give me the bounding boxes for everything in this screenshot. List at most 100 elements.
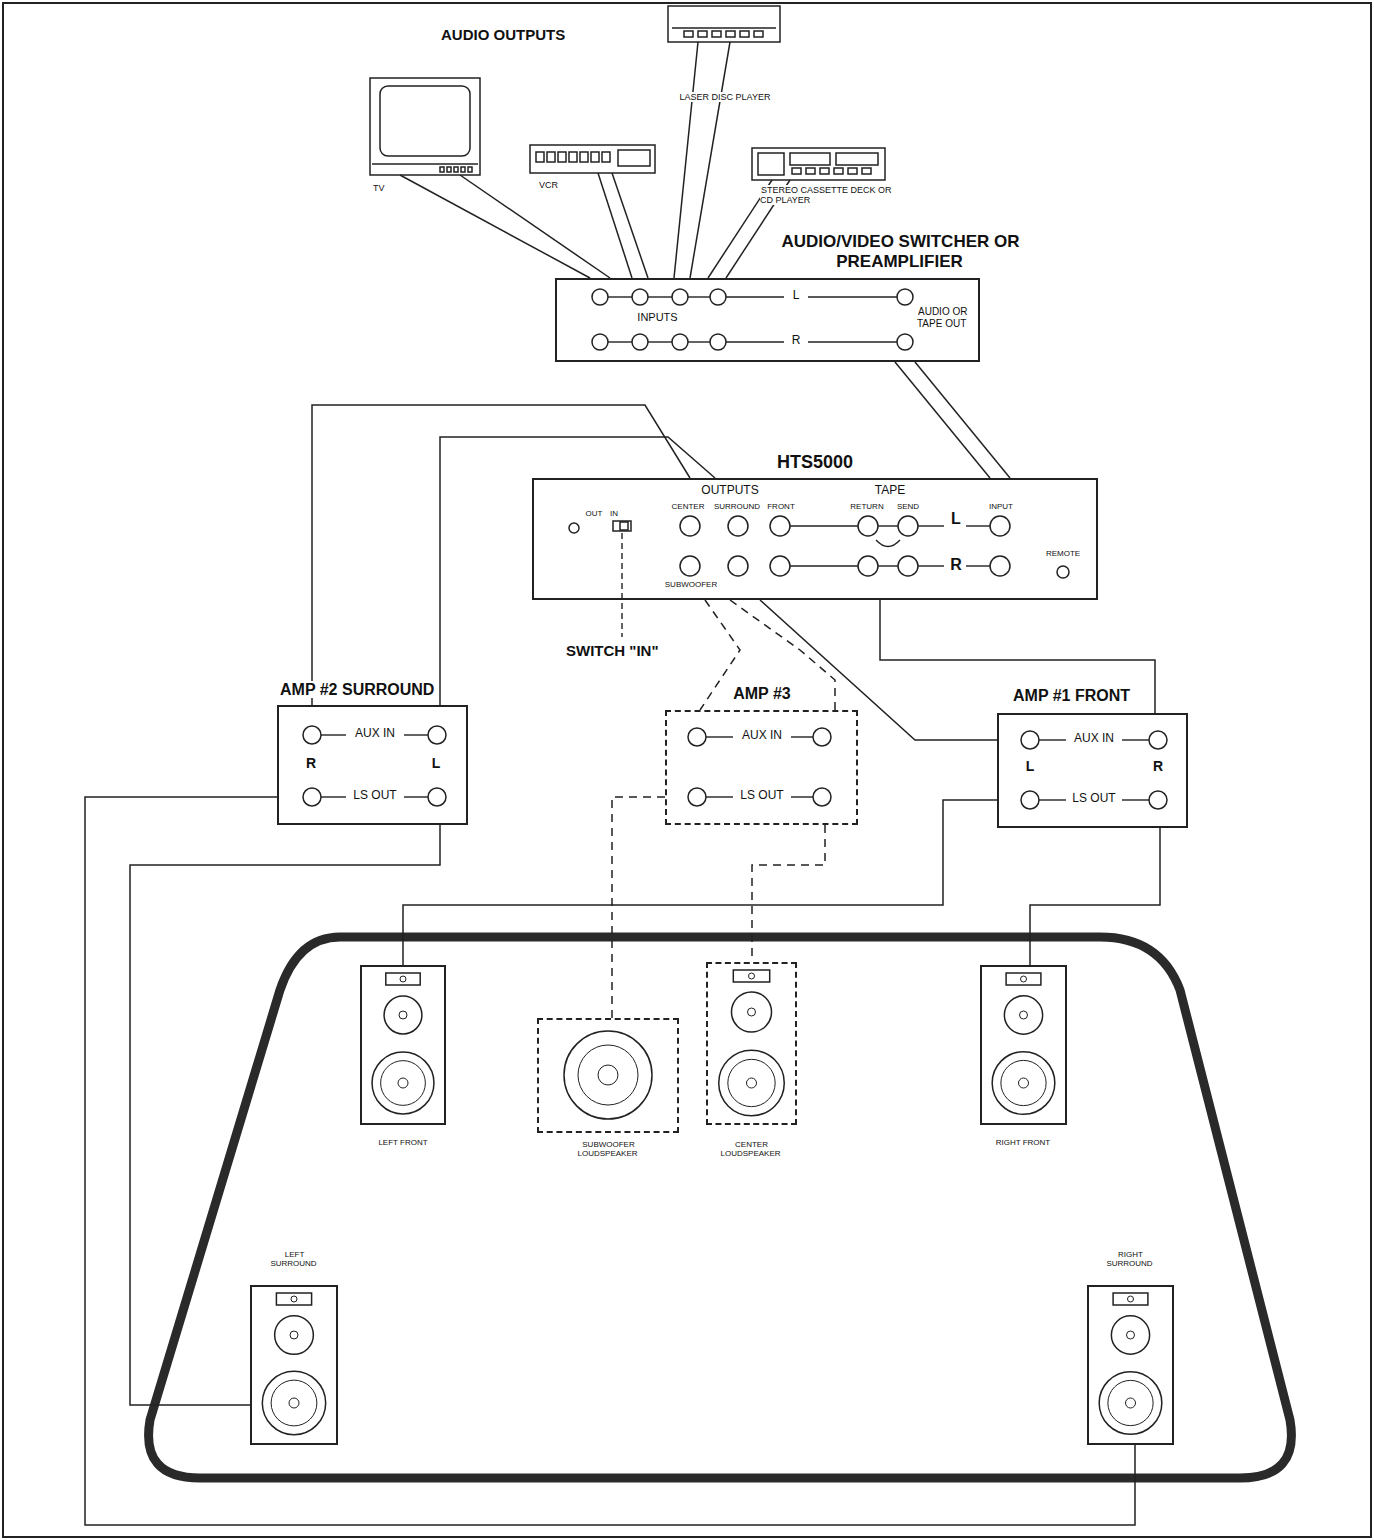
rca-jack <box>1021 791 1039 809</box>
room-outline <box>149 937 1292 1478</box>
text-holder: AMP #2 SURROUND <box>279 681 469 699</box>
cassette-button <box>834 168 843 174</box>
vcr-button <box>536 152 544 162</box>
speaker-box: LEFT SURROUND <box>250 1285 338 1445</box>
text-holder: R <box>1150 758 1166 774</box>
audio-cable <box>700 600 835 710</box>
rca-jack <box>672 334 688 350</box>
cassette-button <box>820 168 829 174</box>
text-holder: L <box>788 289 804 303</box>
switcher-box: AUDIO/VIDEO SWITCHER OR PREAMPLIFIERINPU… <box>555 278 980 362</box>
panel-label: REMOTE <box>1045 549 1081 558</box>
rca-jack <box>1021 731 1039 749</box>
cable-wire <box>690 42 730 278</box>
woofer-cone <box>1099 1372 1162 1435</box>
processor-box: HTS5000OUTPUTSTAPECENTERSURROUNDFRONTRET… <box>532 478 1098 600</box>
signal-line <box>1122 739 1149 740</box>
dust-cap <box>1019 1078 1029 1088</box>
switch-leader <box>621 533 622 637</box>
panel-label: AUX IN <box>354 726 396 740</box>
panel-label: LS OUT <box>739 788 784 802</box>
device-label: HTS5000 <box>776 452 854 472</box>
vcr-display <box>618 150 650 166</box>
vcr-button <box>602 152 610 162</box>
signal-line <box>808 296 897 297</box>
text-holder: IN <box>606 509 622 518</box>
text-holder: TV <box>372 183 402 193</box>
amplifier-box: AMP #1 FRONTAUX INLS OUTLR <box>997 713 1188 828</box>
text-holder: LEFT FRONT <box>353 1138 453 1147</box>
text-holder: REMOTE <box>1040 549 1086 558</box>
panel-label: LS OUT <box>1071 791 1116 805</box>
text-holder: STEREO CASSETTE DECK OR CD PLAYER <box>760 185 896 206</box>
signal-line <box>321 734 346 735</box>
rca-jack <box>632 334 648 350</box>
tweeter-plate <box>733 970 769 982</box>
rca-jack <box>428 726 446 744</box>
signal-line <box>791 796 813 797</box>
panel-label: INPUT <box>988 502 1014 511</box>
panel-label: OUT <box>585 509 604 518</box>
rca-jack <box>569 523 579 533</box>
text-holder: AUDIO OR TAPE OUT <box>917 306 975 329</box>
midrange-cone <box>1004 996 1042 1034</box>
subwoofer-cone <box>564 1031 652 1119</box>
text-holder: LS OUT <box>1054 792 1134 806</box>
device-label: RIGHT SURROUND <box>1106 1250 1153 1268</box>
subwoofer-box: SUBWOOFER LOUDSPEAKER <box>537 1018 679 1133</box>
panel-label: R <box>1152 758 1164 774</box>
device-label: CENTER LOUDSPEAKER <box>720 1140 781 1158</box>
cassette-deck: STEREO CASSETTE DECK OR CD PLAYER <box>752 148 885 180</box>
rca-jack <box>680 556 700 576</box>
signal-line <box>1039 739 1066 740</box>
speaker-box: RIGHT FRONT <box>980 965 1067 1125</box>
panel-label: L <box>1025 758 1036 774</box>
amplifier-box: AMP #3AUX INLS OUT <box>665 710 858 825</box>
rca-jack <box>592 289 608 305</box>
panel-label: L <box>792 288 801 302</box>
text-holder: CENTER LOUDSPEAKER <box>711 1140 791 1158</box>
dust-cap <box>748 1008 756 1016</box>
audio-cable <box>895 362 1010 478</box>
panel-label: AUX IN <box>741 728 783 742</box>
woofer-surround <box>381 1061 426 1106</box>
cable-wire <box>752 825 825 962</box>
cassette-button <box>862 168 871 174</box>
device-label: SUBWOOFER LOUDSPEAKER <box>577 1140 638 1158</box>
rca-jack <box>592 334 608 350</box>
woofer-cone <box>372 1052 434 1114</box>
rca-jack <box>688 728 706 746</box>
midrange-cone <box>384 996 422 1034</box>
woofer-surround <box>1108 1380 1153 1425</box>
cable-wire <box>400 175 590 278</box>
signal-line <box>726 341 784 342</box>
cable-wire <box>130 825 440 1405</box>
cable-wire <box>612 797 665 1018</box>
rca-jack <box>898 516 918 536</box>
panel-label: IN <box>609 509 619 518</box>
text-holder: L <box>428 755 444 771</box>
panel-label: R <box>949 556 963 573</box>
rca-jack <box>303 788 321 806</box>
cable-wire <box>598 173 632 278</box>
text-holder: R <box>303 755 319 771</box>
midrange-cone <box>1111 1316 1149 1354</box>
rca-jack <box>1057 566 1069 578</box>
audio-cable <box>612 797 665 1018</box>
text-holder: L <box>1022 758 1038 774</box>
tweeter-plate <box>1113 1293 1148 1305</box>
amplifier-box: AMP #2 SURROUNDAUX INLS OUTRL <box>277 705 468 825</box>
panel-label: SURROUND <box>713 502 761 511</box>
audio-cable <box>1030 828 1160 965</box>
woofer-cone <box>719 1050 785 1116</box>
speaker-box: LEFT FRONT <box>360 965 446 1125</box>
cable-wire <box>85 797 1135 1525</box>
panel-label: LS OUT <box>352 788 397 802</box>
panel-label: AUDIO OR TAPE OUT <box>917 306 967 329</box>
rca-jack <box>728 556 748 576</box>
disc-tray-line <box>672 27 776 28</box>
panel-label: RETURN <box>849 502 884 511</box>
panel-label: INPUTS <box>636 311 678 323</box>
text-holder: LS OUT <box>335 789 415 803</box>
